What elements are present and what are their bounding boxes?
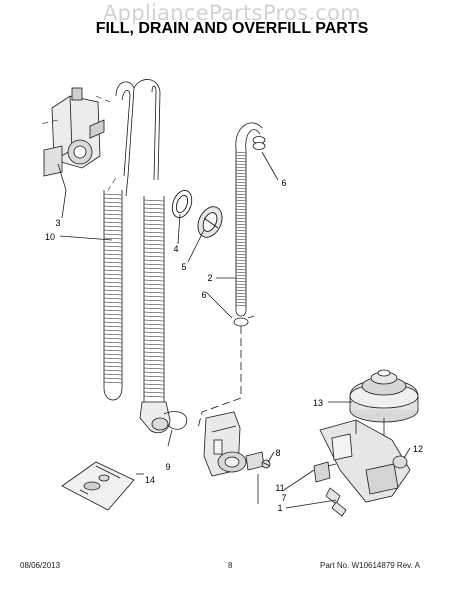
fill-hose-corrugation-lines — [235, 151, 247, 307]
hose-corrugation-lines — [103, 193, 165, 398]
hose-clamp-upper-part — [252, 136, 266, 150]
parts-bag-part — [61, 461, 135, 511]
hose-clamp-lower-part — [233, 315, 255, 327]
footer-date: 08/06/2013 — [20, 561, 61, 570]
drain-hose-elbow-part — [139, 401, 188, 434]
callout-1: 1 — [277, 503, 282, 513]
footer-part-number: Part No. W10614879 Rev. A — [320, 561, 420, 570]
footer-page-number: 8 — [228, 561, 233, 570]
float-switch-bracket-part — [319, 419, 411, 503]
callout-3: 3 — [55, 218, 60, 228]
alignment-dashed-line-left — [39, 95, 117, 191]
callout-leader-lines — [57, 151, 411, 509]
callout-6-upper: 6 — [281, 178, 286, 188]
callout-14: 14 — [145, 475, 155, 485]
callout-9: 9 — [165, 462, 170, 472]
wire-harness-part — [325, 487, 347, 517]
float-switch-part — [313, 461, 337, 483]
page-title: FILL, DRAIN AND OVERFILL PARTS — [95, 20, 369, 37]
callout-4: 4 — [173, 244, 178, 254]
callout-5: 5 — [181, 262, 186, 272]
watermark: AppliancePartsPros.com — [102, 1, 362, 25]
water-inlet-valve-part — [203, 411, 265, 477]
gasket-ring-part — [171, 190, 193, 218]
callout-12: 12 — [413, 444, 423, 454]
callout-2: 2 — [207, 273, 212, 283]
callout-6-lower: 6 — [201, 290, 206, 300]
vent-cap-part — [197, 206, 223, 238]
callout-10: 10 — [45, 232, 55, 242]
callout-13: 13 — [313, 398, 323, 408]
callout-11: 11 — [275, 483, 284, 493]
callout-8: 8 — [275, 448, 280, 458]
float-part — [349, 369, 419, 453]
alignment-dashed-line — [197, 326, 242, 429]
callout-7: 7 — [281, 493, 286, 503]
fill-hose-part — [235, 122, 263, 317]
drain-valve-bracket-part — [43, 87, 105, 177]
